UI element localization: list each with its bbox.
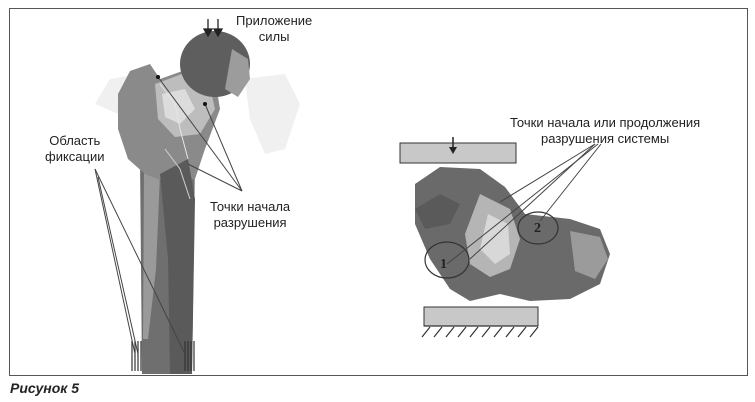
fixation-leaders	[94, 168, 186, 355]
fracture-start-label: Точки начала разрушения	[210, 199, 291, 230]
marker-1-label: 1	[440, 257, 447, 272]
figure-frame: Приложение силы Область фиксации Точки н…	[9, 8, 748, 376]
figure-illustration	[94, 19, 610, 374]
fixation-hatch	[131, 341, 195, 371]
propagation-leaders	[446, 143, 602, 265]
femur-model	[94, 19, 300, 374]
marker-2-circle	[517, 211, 559, 245]
propagation-label: Точки начала или продолжения разрушения …	[510, 115, 701, 146]
force-label: Приложение силы	[236, 13, 313, 44]
figure-caption: Рисунок 5	[10, 380, 80, 396]
fixation-label: Область фиксации	[45, 133, 105, 164]
fracture-leaders	[157, 76, 243, 192]
marker-2-label: 2	[534, 221, 541, 236]
compression-model	[399, 137, 610, 338]
support-hatch	[421, 325, 539, 338]
force-arrows	[202, 19, 224, 38]
marker-1-circle	[424, 241, 470, 279]
